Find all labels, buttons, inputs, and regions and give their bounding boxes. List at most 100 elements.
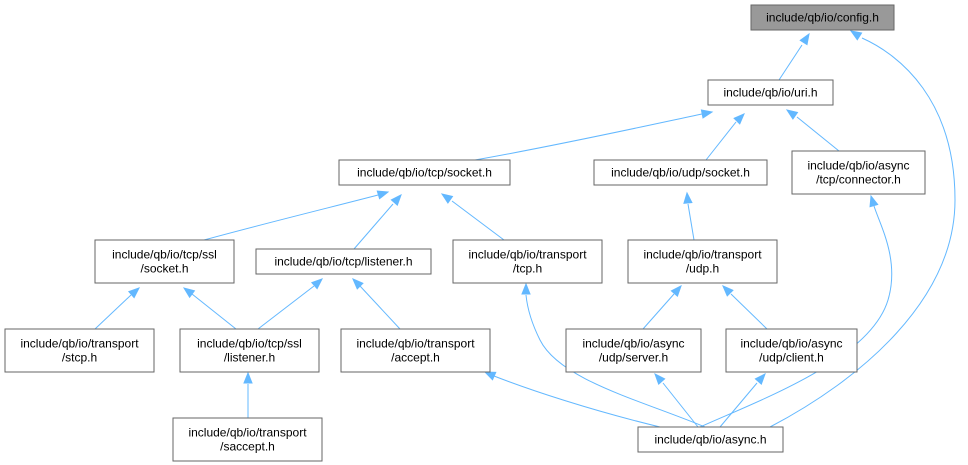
arrowhead-async-to-transport_accept	[483, 371, 497, 381]
node-udp-server[interactable]: include/qb/io/async/udp/server.h	[565, 328, 702, 373]
node-box	[94, 239, 235, 284]
edge-transport_tcp-to-tcp_socket	[451, 200, 505, 241]
arrowhead-async-to-udp_client	[754, 372, 766, 385]
node-label: /stcp.h	[62, 351, 97, 365]
edge-tcp_listener-to-tcp_socket	[353, 203, 394, 250]
node-label: /udp/client.h	[759, 351, 824, 365]
node-label: include/qb/io/uri.h	[723, 86, 817, 100]
arrowhead-transport_tcp-to-tcp_socket	[440, 193, 454, 204]
node-label: /socket.h	[140, 262, 188, 276]
node-box	[565, 328, 702, 373]
arrowhead-udp_socket-to-uri	[733, 113, 745, 125]
edge-ssl_listener-to-ssl_socket	[191, 293, 237, 330]
node-label: include/qb/io/config.h	[766, 11, 879, 25]
arrowhead-udp_server-to-transport_udp	[670, 284, 682, 298]
node-box	[593, 159, 768, 186]
node-label: /saccept.h	[220, 440, 275, 454]
edge-async-to-tcp_connector	[699, 205, 893, 428]
node-label: /tcp/connector.h	[816, 173, 901, 187]
arrowhead-transport_accept-to-tcp_listener	[352, 278, 364, 290]
edge-tcp_connector-to-uri	[796, 116, 840, 152]
node-ssl-socket[interactable]: include/qb/io/tcp/ssl/socket.h	[94, 239, 235, 284]
node-label: include/qb/io/tcp/ssl	[197, 337, 302, 351]
node-label: include/qb/io/async	[740, 337, 842, 351]
edge-transport_accept-to-tcp_listener	[359, 285, 401, 330]
node-label: include/qb/io/udp/socket.h	[611, 166, 750, 180]
arrowhead-ssl_listener-to-tcp_listener	[310, 278, 324, 290]
node-box	[627, 239, 778, 284]
node-label: include/qb/io/async	[582, 337, 684, 351]
node-transport-udp[interactable]: include/qb/io/transport/udp.h	[627, 239, 778, 284]
arrowhead-transport_udp-to-udp_socket	[683, 191, 693, 204]
arrowhead-transport_saccept-to-ssl_listener	[243, 371, 253, 384]
node-config[interactable]: include/qb/io/config.h	[750, 4, 895, 31]
edge-async-to-udp_server	[662, 382, 699, 428]
node-label: include/qb/io/transport	[643, 248, 762, 262]
node-label: /udp.h	[686, 262, 719, 276]
arrowhead-ssl_socket-to-tcp_socket	[376, 190, 390, 200]
node-box	[637, 426, 784, 453]
node-tcp-listener[interactable]: include/qb/io/tcp/listener.h	[255, 248, 432, 275]
arrowhead-uri-to-config	[799, 32, 810, 46]
node-label: include/qb/io/tcp/listener.h	[274, 255, 412, 269]
node-box	[340, 328, 491, 373]
edge-transport_udp-to-udp_socket	[687, 203, 695, 241]
node-label: include/qb/io/async	[807, 159, 909, 173]
edge-uri-to-config	[778, 44, 803, 81]
edge-ssl_listener-to-tcp_listener	[257, 285, 315, 330]
node-box	[338, 159, 511, 186]
node-tcp-socket[interactable]: include/qb/io/tcp/socket.h	[338, 159, 511, 186]
edge-udp_client-to-transport_udp	[730, 293, 768, 330]
arrowhead-async-to-tcp_connector	[869, 194, 879, 208]
node-box	[4, 328, 155, 373]
node-async[interactable]: include/qb/io/async.h	[637, 426, 784, 453]
node-label: /accept.h	[391, 351, 440, 365]
edge-tcp_socket-to-uri	[474, 113, 703, 161]
node-box	[255, 248, 432, 275]
edge-ssl_socket-to-tcp_socket	[203, 194, 379, 241]
node-transport-stcp[interactable]: include/qb/io/transport/stcp.h	[4, 328, 155, 373]
node-label: /listener.h	[224, 351, 275, 365]
node-box	[172, 417, 323, 462]
node-udp-client[interactable]: include/qb/io/async/udp/client.h	[725, 328, 858, 373]
node-box	[791, 150, 926, 195]
node-box	[452, 239, 603, 284]
node-box	[725, 328, 858, 373]
node-label: include/qb/io/transport	[468, 248, 587, 262]
node-label: /udp/server.h	[599, 351, 668, 365]
node-transport-saccept[interactable]: include/qb/io/transport/saccept.h	[172, 417, 323, 462]
arrowhead-ssl_listener-to-ssl_socket	[182, 287, 196, 299]
node-label: include/qb/io/tcp/socket.h	[357, 166, 492, 180]
edge-async-to-transport_accept	[493, 375, 661, 428]
node-udp-socket[interactable]: include/qb/io/udp/socket.h	[593, 159, 768, 186]
edge-transport_stcp-to-ssl_socket	[94, 294, 132, 330]
node-box	[750, 4, 895, 31]
node-transport-accept[interactable]: include/qb/io/transport/accept.h	[340, 328, 491, 373]
node-uri[interactable]: include/qb/io/uri.h	[707, 79, 834, 106]
node-label: /tcp.h	[513, 262, 542, 276]
arrowhead-async-to-udp_server	[654, 372, 666, 385]
edge-async-to-udp_client	[719, 382, 758, 428]
node-label: include/qb/io/transport	[20, 337, 139, 351]
arrowhead-udp_client-to-transport_udp	[722, 285, 734, 297]
node-box	[707, 79, 834, 106]
arrowhead-transport_stcp-to-ssl_socket	[127, 287, 141, 299]
node-tcp-connector[interactable]: include/qb/io/async/tcp/connector.h	[791, 150, 926, 195]
arrowhead-tcp_socket-to-uri	[700, 109, 714, 119]
node-ssl-listener[interactable]: include/qb/io/tcp/ssl/listener.h	[179, 328, 320, 373]
node-box	[179, 328, 320, 373]
arrowhead-async-to-config	[849, 30, 863, 41]
arrowhead-tcp_connector-to-uri	[785, 109, 799, 120]
edge-udp_server-to-transport_udp	[642, 293, 675, 330]
node-label: include/qb/io/transport	[188, 426, 307, 440]
edge-async-to-config	[769, 37, 956, 428]
node-transport-tcp[interactable]: include/qb/io/transport/tcp.h	[452, 239, 603, 284]
edge-udp_socket-to-uri	[705, 121, 737, 161]
arrowhead-tcp_listener-to-tcp_socket	[390, 193, 402, 206]
node-label: include/qb/io/async.h	[654, 433, 766, 447]
node-label: include/qb/io/transport	[356, 337, 475, 351]
edge-async-to-transport_tcp	[525, 294, 706, 428]
arrowhead-async-to-transport_tcp	[521, 282, 531, 295]
node-label: include/qb/io/tcp/ssl	[112, 248, 217, 262]
